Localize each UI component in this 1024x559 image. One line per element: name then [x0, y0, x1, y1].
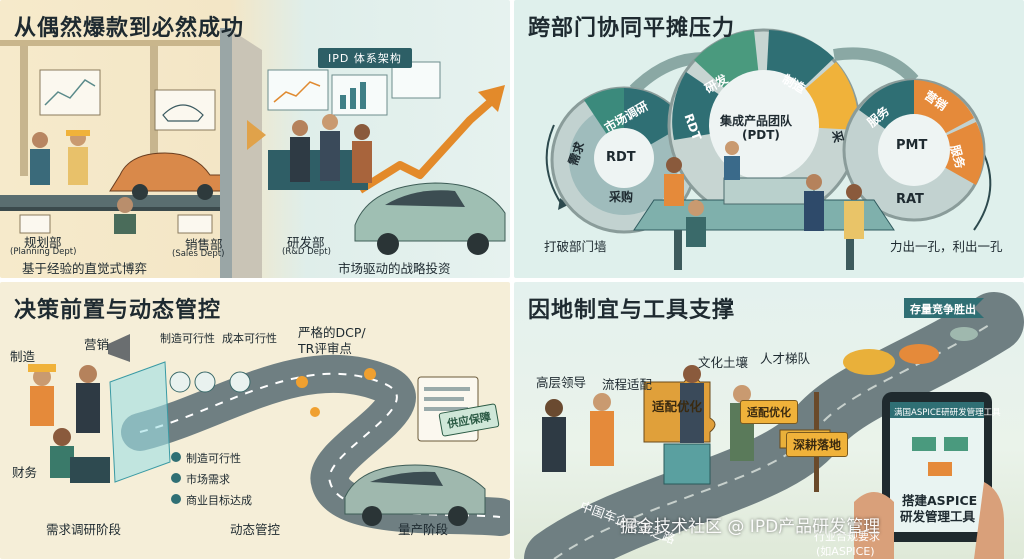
stage-research: 需求调研阶段	[46, 522, 122, 537]
gear-right-center-bottom: RAT	[896, 192, 924, 207]
gear-right-center-top: PMT	[896, 138, 928, 153]
road-compliance-line1: 行业合规要求	[814, 530, 880, 543]
stage-control: 动态管控	[230, 522, 281, 537]
check-item-1: 市场需求	[186, 473, 230, 486]
sales-dept-en-label: (Sales Dept)	[172, 249, 225, 259]
panel-cross-department: 跨部门协同平摊压力 市场调研 RDT 需求 采购 研发 制造 RDT 采 集成产…	[514, 0, 1024, 278]
check-item-0: 制造可行性	[186, 452, 241, 465]
gear-left-item-2: 采购	[609, 190, 634, 204]
panel3-illustration	[28, 334, 510, 536]
panel2-illustration	[545, 28, 992, 270]
planning-dept-en-label: (Planning Dept)	[10, 247, 77, 257]
tablet-header: 满国ASPICE研研发管理工具	[894, 408, 1001, 418]
sales-dept-label: 销售部	[185, 237, 223, 252]
puzzle-adaptation-label: 适配优化	[652, 399, 703, 414]
caption-break-walls: 打破部门墙	[544, 239, 607, 254]
panel1-illustration	[0, 28, 506, 278]
flag-market-win: 存量竞争胜出	[910, 303, 976, 316]
culture-label: 文化土壤	[698, 355, 749, 370]
ipd-architecture-banner: IPD 体系架构	[318, 48, 412, 68]
sign-adaptation: 适配优化	[740, 400, 798, 424]
panel1-title: 从偶然爆款到必然成功	[14, 16, 245, 41]
panel2-title: 跨部门协同平摊压力	[528, 16, 736, 41]
planning-dept-label: 规划部	[24, 235, 62, 250]
right-caption: 市场驱动的战略投资	[338, 261, 451, 276]
leader-label: 高层领导	[536, 375, 587, 390]
panel4-title: 因地制宜与工具支撑	[528, 298, 736, 323]
rd-dept-label: 研发部	[287, 235, 325, 250]
process-label: 流程适配	[602, 377, 653, 392]
role-marketing: 营销	[84, 337, 110, 352]
check-item-2: 商业目标达成	[186, 494, 252, 507]
gear-left-center: RDT	[606, 150, 636, 165]
top-cost-feasibility: 成本可行性	[222, 332, 277, 345]
panel-decision-front: 决策前置与动态管控 制造 营销 财务 制造可行性 成本可行性 严格的DCP/ T…	[0, 282, 510, 559]
rd-dept-en-label: (R&D Dept)	[282, 247, 331, 257]
sign-deep-landing: 深耕落地	[786, 432, 849, 457]
gear-mid-center-line2: (PDT)	[742, 128, 780, 142]
caption-one-hole: 力出一孔，利出一孔	[890, 239, 1003, 254]
road-compliance-line2: (如ASPICE)	[816, 545, 875, 558]
gear-mid-center-line1: 集成产品团队	[720, 114, 793, 128]
talent-label: 人才梯队	[760, 351, 811, 366]
panel-ipd-transformation: 从偶然爆款到必然成功 IPD 体系架构 规划部 (Planning Dept) …	[0, 0, 510, 278]
role-manufacturing: 制造	[10, 349, 36, 364]
watermark: 掘金技术社区 @ IPD产品研发管理	[620, 517, 881, 537]
panel3-title: 决策前置与动态管控	[14, 298, 222, 323]
tablet-line1: 搭建ASPICE	[902, 493, 978, 508]
stage-production: 量产阶段	[398, 522, 449, 537]
left-caption: 基于经验的直觉式博弈	[22, 261, 148, 276]
role-finance: 财务	[12, 465, 38, 480]
top-manufacturing-feasibility: 制造可行性	[160, 332, 215, 345]
dcp-review-line1: 严格的DCP/	[298, 325, 366, 340]
dcp-review-line2: TR评审点	[298, 341, 352, 356]
tablet-line2: 研发管理工具	[900, 509, 976, 524]
panel-local-adaptation: 因地制宜与工具支撑 存量竞争胜出 高层领导 流程适配 文化土壤 人才梯队 适配优…	[514, 282, 1024, 559]
